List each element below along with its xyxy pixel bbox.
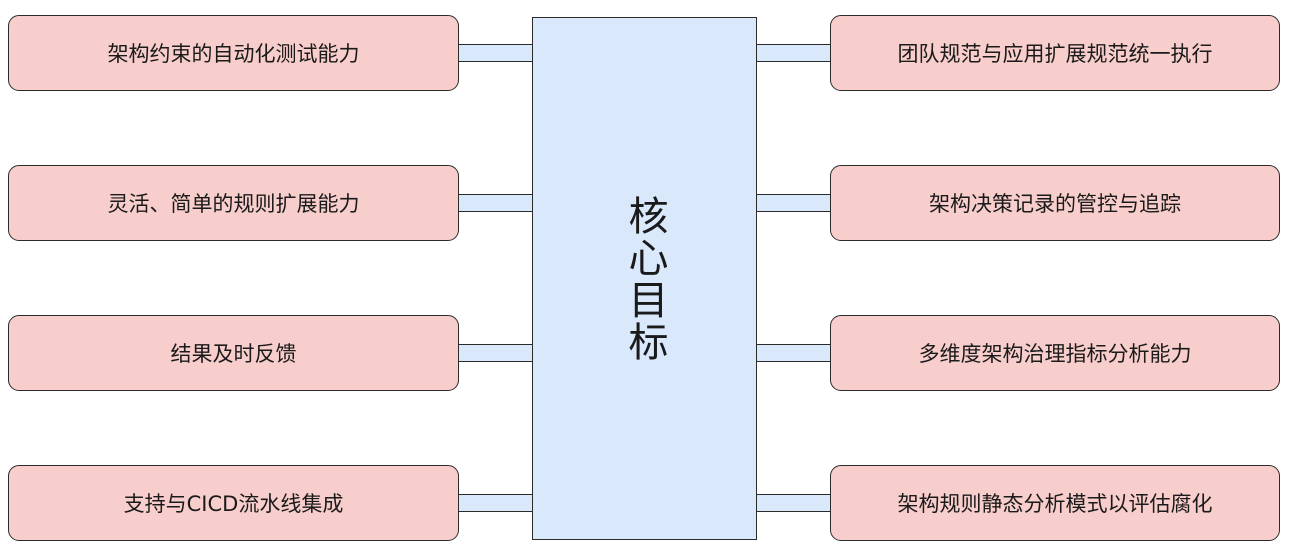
connector-left-3	[458, 344, 533, 362]
goal-box-right-1: 团队规范与应用扩展规范统一执行	[830, 15, 1280, 91]
connector-right-4	[756, 494, 831, 512]
goal-label: 架构约束的自动化测试能力	[107, 42, 360, 66]
goal-label: 结果及时反馈	[170, 342, 297, 366]
core-goal-block: 核心目标	[532, 17, 757, 540]
goal-label: 团队规范与应用扩展规范统一执行	[897, 42, 1213, 66]
goal-box-left-1: 架构约束的自动化测试能力	[8, 15, 459, 91]
connector-left-4	[458, 494, 533, 512]
goal-box-left-4: 支持与CICD流水线集成	[8, 465, 459, 541]
goal-box-right-4: 架构规则静态分析模式以评估腐化	[830, 465, 1280, 541]
connector-right-3	[756, 344, 831, 362]
connector-right-2	[756, 194, 831, 212]
connector-left-1	[458, 44, 533, 62]
core-goal-title: 核心目标	[621, 194, 668, 363]
connector-left-2	[458, 194, 533, 212]
goal-label: 支持与CICD流水线集成	[123, 492, 344, 516]
goal-label: 架构决策记录的管控与追踪	[929, 192, 1181, 216]
goal-box-left-2: 灵活、简单的规则扩展能力	[8, 165, 459, 241]
goal-label: 架构规则静态分析模式以评估腐化	[897, 492, 1213, 516]
goal-box-right-2: 架构决策记录的管控与追踪	[830, 165, 1280, 241]
connector-right-1	[756, 44, 831, 62]
goal-label: 灵活、简单的规则扩展能力	[107, 192, 360, 216]
goal-label: 多维度架构治理指标分析能力	[918, 342, 1192, 366]
goal-box-right-3: 多维度架构治理指标分析能力	[830, 315, 1280, 391]
goal-box-left-3: 结果及时反馈	[8, 315, 459, 391]
